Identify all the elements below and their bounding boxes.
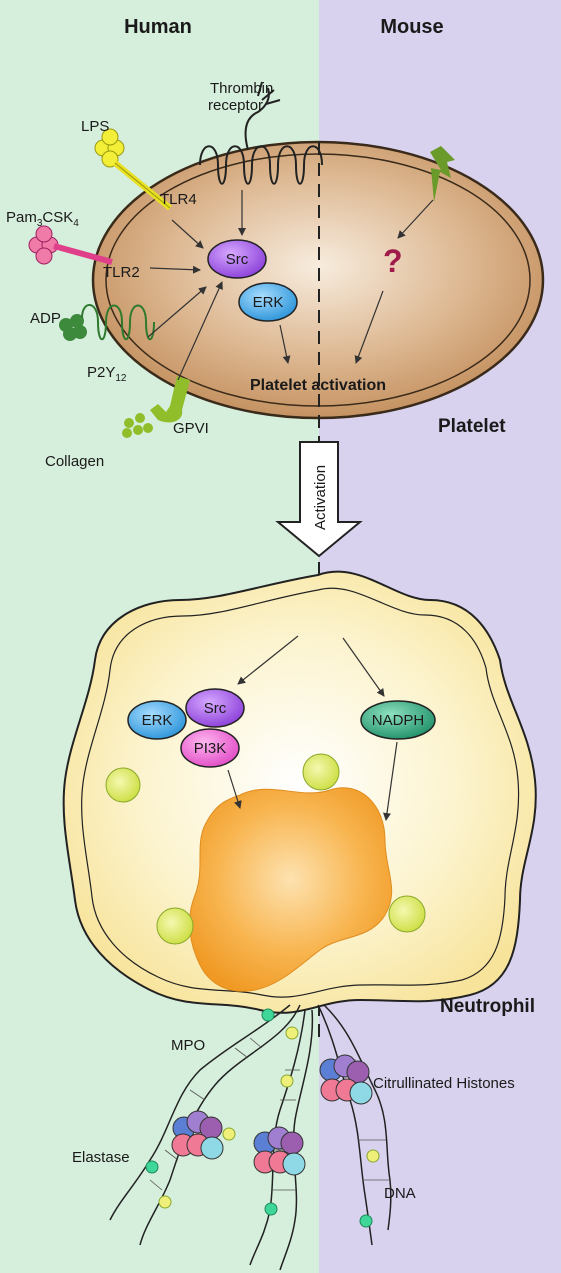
tlr2-receptor <box>53 243 113 265</box>
thrombin-receptor-label: Thrombin receptor <box>208 80 278 114</box>
neutrophil-src-label: Src <box>204 700 227 717</box>
mpo-granules <box>158 1026 380 1209</box>
collagen-label: Collagen <box>45 453 104 470</box>
unknown-mediator: ? <box>383 243 403 279</box>
platelet-src <box>207 239 267 279</box>
neutrophil-erk <box>127 700 187 740</box>
neutrophil-nadph-label: NADPH <box>372 712 425 729</box>
neutrophil-label: Neutrophil <box>440 996 535 1017</box>
nucleus <box>189 787 393 992</box>
granules <box>105 753 426 945</box>
platelet-label: Platelet <box>438 416 506 437</box>
elastase-granules <box>145 1008 373 1228</box>
dna-label: DNA <box>384 1185 416 1202</box>
thrombin-receptor <box>199 81 323 185</box>
platelet-erk-label: ERK <box>253 294 284 311</box>
neutrophil-nadph <box>360 700 436 740</box>
gpvi-label: GPVI <box>173 420 209 437</box>
neutrophil-erk-label: ERK <box>142 712 173 729</box>
neutrophil-pi3k <box>180 728 240 768</box>
human-header: Human <box>124 16 192 38</box>
tlr4-label: TLR4 <box>160 191 197 208</box>
gpvi-receptor <box>150 376 190 423</box>
platelet-arrows <box>147 190 434 381</box>
lps-label: LPS <box>81 118 109 135</box>
elastase-label: Elastase <box>72 1149 130 1166</box>
collagen-molecule <box>122 413 153 438</box>
neutrophil-src <box>185 688 245 728</box>
adp-label: ADP <box>30 310 61 327</box>
p2y12-receptor <box>81 304 155 341</box>
platelet-src-label: Src <box>226 251 249 268</box>
histone-cluster-2 <box>253 1126 306 1176</box>
mouse-header: Mouse <box>380 16 443 38</box>
histone-cluster-1 <box>171 1110 224 1160</box>
neutrophil-pi3k-label: PI3K <box>194 740 227 757</box>
mpo-label: MPO <box>171 1037 205 1054</box>
tlr2-label: TLR2 <box>103 264 140 281</box>
lightning-icon <box>430 146 455 202</box>
neutrophil-arrows <box>227 635 398 821</box>
tlr4-receptor <box>113 160 172 211</box>
histone-cluster-3 <box>319 1054 373 1105</box>
adp-molecule <box>59 314 87 341</box>
lps-molecule <box>94 128 125 168</box>
activation-label: Activation <box>312 465 329 530</box>
activation-arrow <box>275 441 363 558</box>
pam3csk4-label: Pam3CSK4 <box>6 209 79 229</box>
citrullinated-histones-label: Citrullinated Histones <box>373 1075 515 1092</box>
platelet-erk <box>238 282 298 322</box>
p2y12-label: P2Y12 <box>87 364 127 384</box>
